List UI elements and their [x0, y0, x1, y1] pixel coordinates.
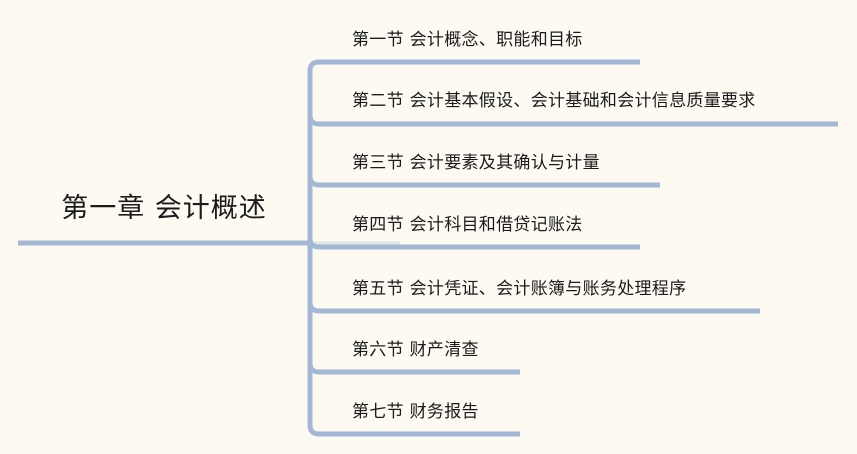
branch-node-label: 第二节 会计基本假设、会计基础和会计信息质量要求: [352, 91, 756, 111]
branch-node-label: 第五节 会计凭证、会计账簿与账务处理程序: [352, 279, 687, 299]
branch-connector-6: [307, 362, 520, 375]
branch-node-label: 第一节 会计概念、职能和目标: [352, 30, 583, 50]
branch-connector-3: [307, 175, 660, 188]
branch-node-label: 第六节 财产清查: [352, 340, 479, 360]
root-node[interactable]: 第一章 会计概述: [18, 186, 310, 248]
branch-connector-5: [307, 301, 760, 314]
root-node-label: 第一章 会计概述: [61, 193, 267, 224]
branch-connector-7: [307, 424, 520, 437]
branch-connector-4: [307, 237, 640, 250]
branch-connector-1: [307, 59, 640, 72]
branch-connector-2: [307, 114, 838, 127]
branch-node-label: 第三节 会计要素及其确认与计量: [352, 153, 600, 173]
branch-node-label: 第七节 财务报告: [352, 402, 479, 422]
branch-node-label: 第四节 会计科目和借贷记账法: [352, 215, 583, 235]
